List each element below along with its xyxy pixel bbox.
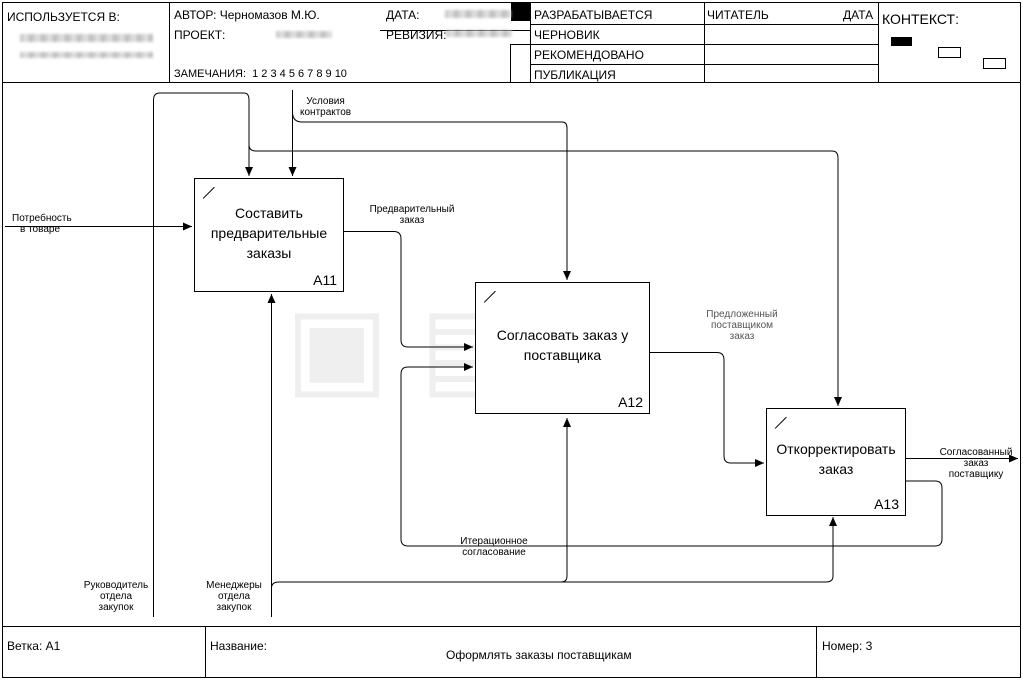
page-number: Номер: 3 — [822, 639, 873, 653]
redacted-field — [446, 30, 512, 37]
author-label: АВТОР: Черномазов М.Ю. — [174, 8, 320, 22]
label-contract-terms: Условия контрактов — [300, 96, 352, 118]
reader-label: ЧИТАТЕЛЬ — [707, 8, 769, 22]
redacted-field — [445, 10, 511, 18]
redacted-field — [20, 34, 153, 42]
box-title-line: предварительные — [210, 225, 328, 241]
status-publication: ПУБЛИКАЦИЯ — [534, 68, 616, 82]
branch-label: Ветка: A1 — [7, 639, 61, 653]
function-box-a11[interactable]: Составить предварительные заказы A11 — [194, 178, 344, 292]
box-corner-mark — [195, 179, 215, 199]
box-title-line: Откорректировать — [776, 441, 896, 457]
function-box-a13[interactable]: Откорректировать заказ A13 — [766, 408, 906, 516]
box-title-line: заказы — [246, 245, 292, 261]
box-number: A13 — [874, 496, 899, 512]
label-iteration: Итерационное согласование — [460, 536, 528, 558]
name-label: Название: — [210, 639, 267, 653]
box-title-line: поставщика — [523, 347, 602, 363]
diagram-name: Оформлять заказы поставщикам — [446, 648, 632, 662]
box-title-line: заказ — [818, 461, 854, 477]
date-label: ДАТА: — [386, 8, 420, 22]
redacted-field — [276, 31, 332, 38]
used-at-label: ИСПОЛЬЗУЕТСЯ В: — [7, 10, 120, 24]
box-corner-mark — [767, 409, 787, 429]
label-head-of-department: Руководитель отдела закупок — [83, 580, 149, 613]
function-box-a12[interactable]: Согласовать заказ у поставщика A12 — [475, 282, 650, 414]
box-corner-mark — [476, 283, 496, 303]
notes-label: ЗАМЕЧАНИЯ: 1 2 3 4 5 6 7 8 9 10 — [174, 68, 347, 80]
project-label: ПРОЕКТ: — [174, 28, 226, 42]
label-need: Потребность в товаре — [12, 213, 72, 235]
label-managers: Менеджеры отдела закупок — [206, 580, 262, 613]
label-agreed-order: Согласованный заказ поставщику — [939, 447, 1013, 480]
box-number: A12 — [618, 394, 643, 410]
label-supplier-offer: Предложенный поставщиком заказ — [706, 309, 778, 342]
reader-date-label: ДАТА — [843, 8, 874, 22]
box-title-line: Составить — [235, 205, 303, 221]
status-recommended: РЕКОМЕНДОВАНО — [534, 48, 644, 62]
redacted-field — [20, 52, 153, 58]
status-draft: ЧЕРНОВИК — [534, 28, 600, 42]
status-developing: РАЗРАБАТЫВАЕТСЯ — [534, 8, 653, 22]
box-number: A11 — [313, 272, 337, 288]
label-prelim-order: Предварительный заказ — [369, 204, 455, 226]
context-label: КОНТЕКСТ: — [882, 11, 959, 27]
revision-label: РЕВИЗИЯ: — [386, 28, 447, 42]
box-title-line: Согласовать заказ у — [496, 327, 629, 343]
